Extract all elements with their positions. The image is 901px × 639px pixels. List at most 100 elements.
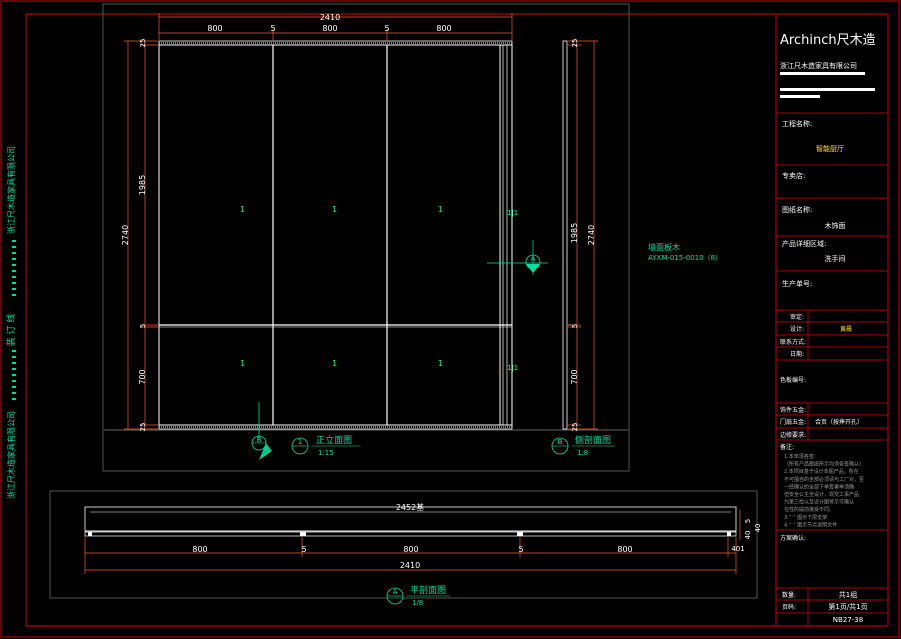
glass-label: 边修要求: (780, 431, 806, 439)
binding-dot (12, 258, 16, 260)
date-label: 日期: (790, 350, 804, 358)
svg-text:1|1: 1|1 (507, 209, 518, 217)
side-dim-mid: 5 (571, 324, 579, 328)
binding-dot (12, 240, 16, 242)
dim-lower-height: 700 (138, 369, 147, 384)
project-label: 工程名称: (782, 119, 812, 128)
company-name: 浙江尺木造家具有限公司 (780, 61, 857, 70)
caption-scale: 1:15 (318, 449, 334, 457)
plan-caption-scale: 1/8 (412, 599, 423, 607)
binding-dot (12, 264, 16, 266)
title-block: Archinch尺木造 浙江尺木造家具有限公司 工程名称: 智能厨厅 专卖店: … (775, 13, 889, 627)
approve-label: 审定: (790, 313, 804, 321)
page-value: 第1页/共1页 (828, 602, 867, 611)
company-bar-1 (780, 88, 875, 91)
production-no-label: 生产单号: (782, 279, 812, 288)
side-dim-lower: 700 (570, 369, 579, 384)
drawing-frame (25, 13, 889, 627)
binding-dot (12, 392, 16, 394)
binding-dot (12, 288, 16, 290)
dim-gap-1: 5 (270, 24, 275, 33)
plan-dim-right-1: 5 (744, 519, 752, 523)
side-dim-top-trim: 25 (571, 39, 579, 48)
dim-panel-1: 800 (207, 24, 222, 33)
dim-top-trim: 25 (139, 39, 147, 48)
dim-panel-3: 800 (436, 24, 451, 33)
binding-company-top: 浙江尺木造家具有限公司 (6, 146, 16, 234)
plan-dim-end-gap: 401 (731, 545, 744, 553)
side-panel (562, 40, 568, 430)
door-hw-label: 门扇五金: (780, 418, 806, 426)
dim-gap-2: 5 (384, 24, 389, 33)
binding-company-bottom: 浙江尺木造家具有限公司 (6, 411, 16, 499)
plan-dim-overall: 2410 (400, 561, 420, 570)
dim-upper-height: 1985 (138, 175, 147, 195)
notes-line: 一经确认的全部下单签署单须确 (784, 483, 854, 490)
plan-inner-length: 2452基 (396, 502, 424, 512)
dim-panel-2: 800 (322, 24, 337, 33)
qty-label: 数量: (782, 591, 796, 599)
project-value: 智能厨厅 (816, 144, 844, 153)
notes-line: 3.“ ” 图示下层支架 (784, 514, 827, 521)
plan-dim-right-3: 40 (744, 531, 752, 540)
scheme-label: 方案确认: (780, 534, 806, 542)
front-elevation: 1 1 1 1 1 1 1|1 1|1 2410 800 5 800 5 800 (104, 13, 628, 460)
binding-dot (12, 276, 16, 278)
plan-caption-code: A (393, 588, 398, 596)
binding-strip: 浙江尺木造家具有限公司 装 订 线 浙江尺木造家具有限公司 (5, 146, 17, 499)
grain-mark: 1 (240, 205, 245, 214)
panel-outline (158, 44, 513, 426)
contact-label: 联系方式: (780, 338, 806, 346)
side-dim-bottom: 25 (571, 423, 579, 432)
order-label: 专卖店: (782, 171, 805, 180)
side-dim-upper: 1985 (570, 223, 579, 243)
material-note-line1: 墙面板木 (648, 242, 680, 252)
grain-mark: 1 (332, 359, 337, 368)
notes-line: 但安全公主全设计，现交工事产品 (784, 491, 859, 498)
binding-dot (12, 356, 16, 358)
binding-dot (12, 368, 16, 370)
binding-dot (12, 386, 16, 388)
side-caption-scale: 1:8 (577, 449, 588, 457)
plan-viewport (49, 490, 758, 599)
section-marker-a-label: A (531, 255, 536, 263)
drawing-name-label: 图纸名称: (782, 205, 812, 214)
page-label: 页码: (782, 603, 796, 611)
binding-dot (12, 380, 16, 382)
dim-bottom-trim: 25 (139, 423, 147, 432)
company-underline (780, 72, 865, 75)
binding-dots (12, 240, 16, 400)
notes-line: （所有产品图纸所示均须各签确认） (784, 461, 864, 468)
dim-overall-width: 2410 (320, 13, 340, 22)
grain-mark: 1 (438, 359, 443, 368)
caption-code: 1 (298, 438, 302, 446)
drawing-name-value: 木饰面 (825, 221, 846, 230)
plan-dim-right-2: 40 (754, 524, 762, 533)
plan-dim-gap-2: 5 (518, 545, 523, 554)
notes-line: 4.“ ” 图示节点说明文件 (784, 521, 837, 528)
svg-text:1|1: 1|1 (507, 364, 518, 372)
grain-mark: 1 (332, 205, 337, 214)
plan-caption-title: 平剖面图 (410, 584, 446, 596)
plan-dim-gap-1: 5 (301, 545, 306, 554)
binding-dot (12, 362, 16, 364)
binding-dot (12, 294, 16, 296)
binding-dot (12, 350, 16, 352)
brand-logo: Archinch尺木造 (780, 33, 876, 48)
elevation-viewport (102, 3, 630, 472)
binding-dot (12, 270, 16, 272)
plan-dim-panel-3: 800 (617, 545, 632, 554)
side-elevation: 25 1985 2740 5 700 25 A 墙面板木 AYXM-015-00… (487, 39, 722, 457)
binding-line-label: 装 订 线 (5, 314, 17, 347)
notes-body: 1.本单须各签:（所有产品图纸所示均须各签确认）2.本项目基于设计本图产品，所在… (784, 453, 864, 528)
binding-dot (12, 252, 16, 254)
notes-line: 在性的提前接受不同。 (784, 506, 834, 513)
color-label: 色板编号: (780, 376, 806, 384)
code-value: NB27-38 (833, 616, 863, 624)
notes-label: 备注: (780, 443, 794, 451)
hardware-label: 饰件五金: (780, 406, 806, 414)
side-caption-title: 侧剖面图 (575, 434, 611, 446)
side-caption-code: B (558, 438, 563, 446)
